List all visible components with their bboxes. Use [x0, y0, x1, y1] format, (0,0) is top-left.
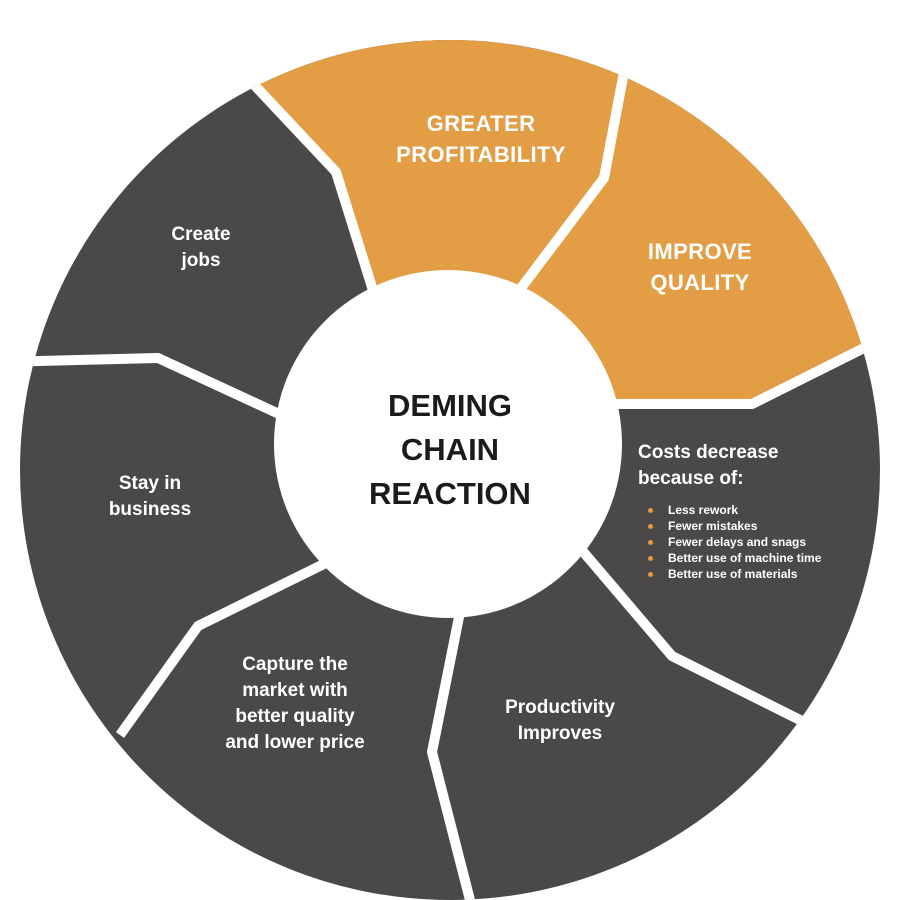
divider-profitability-quality: [508, 40, 635, 304]
label-line: better quality: [235, 706, 355, 727]
costs-decrease-title: Costs decrease because of:: [638, 440, 858, 492]
list-item: Fewer delays and snags: [648, 534, 858, 550]
label-line: because of:: [638, 468, 744, 489]
label-capture-market: Capture the market with better quality a…: [200, 652, 390, 756]
label-stay-in-business: Stay in business: [85, 471, 215, 523]
reason-text: Better use of materials: [668, 567, 798, 581]
center-title-line-3: REACTION: [369, 476, 531, 511]
label-line: GREATER: [426, 111, 536, 136]
label-line: jobs: [181, 250, 221, 271]
label-create-jobs: Create jobs: [146, 222, 256, 274]
list-item: Better use of machine time: [648, 550, 858, 566]
bullet-dot: [648, 572, 653, 577]
center-title-line-2: CHAIN: [400, 432, 500, 467]
label-line: business: [108, 499, 192, 520]
center-title-line-1: DEMING: [388, 388, 512, 423]
reason-text: Less rework: [668, 503, 739, 517]
label-line: Improves: [517, 723, 603, 744]
reason-text: Better use of machine time: [668, 551, 822, 565]
divider-business-jobs: [20, 353, 295, 425]
bullet-dot: [648, 556, 653, 561]
costs-reasons-list: Less rework Fewer mistakes Fewer delays …: [638, 502, 858, 582]
list-item: Better use of materials: [648, 566, 858, 582]
bullet-dot: [648, 540, 653, 545]
reason-text: Fewer delays and snags: [668, 535, 807, 549]
reason-text: Fewer mistakes: [668, 519, 758, 533]
label-line: Create: [171, 224, 231, 245]
costs-decrease-block: Costs decrease because of: Less rework F…: [638, 440, 858, 582]
divider-productivity-market: [427, 611, 475, 900]
segment-dividers: [20, 40, 880, 900]
label-line: Stay in: [118, 473, 182, 494]
label-line: Productivity: [505, 697, 615, 718]
center-circle: [274, 270, 622, 618]
divider-quality-costs: [616, 325, 880, 409]
label-line: QUALITY: [650, 270, 750, 295]
list-item: Fewer mistakes: [648, 518, 858, 534]
label-greater-profitability: GREATER PROFITABILITY: [361, 108, 601, 170]
center-title: DEMING CHAIN REACTION: [320, 384, 580, 516]
divider-market-business: [115, 555, 335, 738]
bullet-dot: [648, 524, 653, 529]
label-productivity: Productivity Improves: [470, 695, 650, 747]
label-line: market with: [242, 680, 348, 701]
bullet-dot: [648, 508, 653, 513]
label-line: PROFITABILITY: [396, 142, 566, 167]
label-line: and lower price: [225, 732, 365, 753]
segment-greater-profitability: [212, 40, 630, 300]
label-line: Costs decrease: [638, 442, 779, 463]
label-line: Capture the: [242, 654, 348, 675]
list-item: Less rework: [648, 502, 858, 518]
label-improve-quality: IMPROVE QUALITY: [600, 236, 800, 298]
label-line: IMPROVE: [647, 239, 753, 264]
